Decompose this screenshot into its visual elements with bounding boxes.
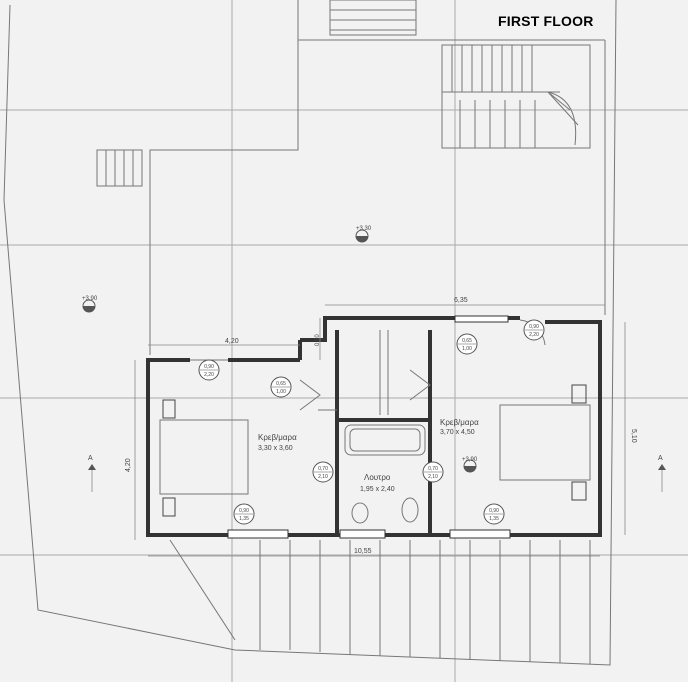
window-tag-w3-top: 0,90 [529,324,539,330]
window-tag-w2-bottom: 1,00 [276,389,286,395]
section-mark-left-label: A [88,455,93,462]
level-label-2: +3,90 [82,296,98,302]
window-tag-w4-bottom: 1,00 [462,346,472,352]
dimension-lines [134,304,626,557]
dim-right-height: 5,10 [630,429,637,443]
window-tag-w7-bottom: 1,35 [239,516,249,522]
window-tag-w5-bottom: 2,10 [318,474,328,480]
terrace-hatch [169,539,591,664]
window-tag-w1-top: 0,90 [204,364,214,370]
sink [401,497,419,523]
bathtub [344,424,426,456]
dim-corridor: 0,90 [315,334,321,346]
level-label-1: +3,30 [356,226,372,232]
window-tag-w6: 0,70 2,10 [422,461,444,483]
window-tag-w4: 0,65 1,00 [456,333,478,355]
toilet [351,502,369,524]
window-tag-w3: 0,90 2,20 [523,319,545,341]
level-mark-3 [463,459,477,473]
window-tag-w7: 0,90 1,35 [233,503,255,525]
window-tag-w4-top: 0,65 [462,338,472,344]
spiral-stair [441,44,591,149]
site-boundary [3,0,617,666]
section-mark-right-label: A [658,455,663,462]
room-bath-size: 1,95 x 2,40 [360,486,395,493]
window-tag-w2-top: 0,65 [276,381,286,387]
dim-left-width: 4,20 [225,338,239,345]
bed-left [159,399,249,517]
level-mark-2 [82,299,96,313]
level-mark-1 [355,229,369,243]
room-right-size: 3,70 x 4,50 [440,429,475,436]
door-swings [190,319,546,415]
bed-right [499,384,591,501]
window-tag-w6-bottom: 2,10 [428,474,438,480]
top-stairs [329,0,417,36]
window-tag-w2: 0,65 1,00 [270,376,292,398]
left-stairs [96,149,143,187]
section-mark-right: A [658,455,666,492]
room-bath-name: Λουτρο [364,473,391,482]
window-tag-w8-bottom: 1,35 [489,516,499,522]
window-tag-w3-bottom: 2,20 [529,332,539,338]
room-left-size: 3,30 x 3,60 [258,445,293,452]
window-tag-w6-top: 0,70 [428,466,438,472]
window-tag-w8: 0,90 1,35 [483,503,505,525]
window-tag-w1: 0,90 2,20 [198,359,220,381]
windows [227,315,511,539]
room-right-name: Κρεβ/μαρα [440,418,479,427]
window-tag-w7-top: 0,90 [239,508,249,514]
level-label-3: +3,90 [462,457,478,463]
window-tag-w8-top: 0,90 [489,508,499,514]
section-mark-left: A [88,455,96,492]
room-left-name: Κρεβ/μαρα [258,433,297,442]
drawing-title: FIRST FLOOR [498,13,594,29]
dim-top-width: 6,35 [454,297,468,304]
window-tag-w5-top: 0,70 [318,466,328,472]
window-tag-w1-bottom: 2,20 [204,372,214,378]
window-tag-w5: 0,70 2,10 [312,461,334,483]
dim-left-height: 4,20 [125,458,132,472]
dim-bottom-width: 10,55 [354,548,372,555]
house-walls [146,316,602,537]
